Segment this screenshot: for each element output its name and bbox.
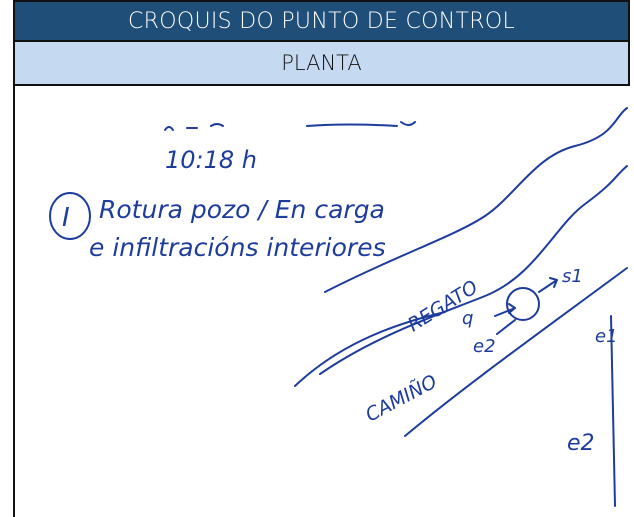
note-line-2: e infiltracións interiores <box>89 233 386 262</box>
note-line-1: Rotura pozo / En carga <box>99 195 385 224</box>
label-s1: s1 <box>562 266 583 287</box>
circled-number-icon <box>49 192 91 240</box>
time-label: 10:18 h <box>165 146 257 174</box>
arrow-in-icon <box>494 303 516 317</box>
road-line-upper <box>294 311 446 387</box>
form-subtitle: PLANTA <box>13 42 630 86</box>
camino-label: CAMIÑO <box>362 370 441 427</box>
road-line-lower <box>404 267 628 437</box>
arrow-e2-icon <box>496 319 516 335</box>
hand-sketch: 10:18 h I Rotura pozo / En carga e infil… <box>49 107 628 507</box>
form-sheet: CROQUIS DO PUNTO DE CONTROL PLANTA 10:18… <box>13 0 630 517</box>
well-marker-icon <box>506 287 540 321</box>
circled-number-label: I <box>62 203 70 233</box>
label-e2: e2 <box>567 431 595 456</box>
edge-line <box>610 315 616 507</box>
label-q: q <box>462 308 473 329</box>
form-title: CROQUIS DO PUNTO DE CONTROL <box>13 0 630 42</box>
stream-bank-lower <box>319 165 628 375</box>
arrow-out-icon <box>538 277 558 293</box>
stream-bank-upper <box>324 107 628 293</box>
label-e2-small: e2 <box>473 336 496 357</box>
label-e1: e1 <box>595 326 618 347</box>
cropped-scribble <box>164 121 416 131</box>
sketch-area: 10:18 h I Rotura pozo / En carga e infil… <box>13 86 630 517</box>
